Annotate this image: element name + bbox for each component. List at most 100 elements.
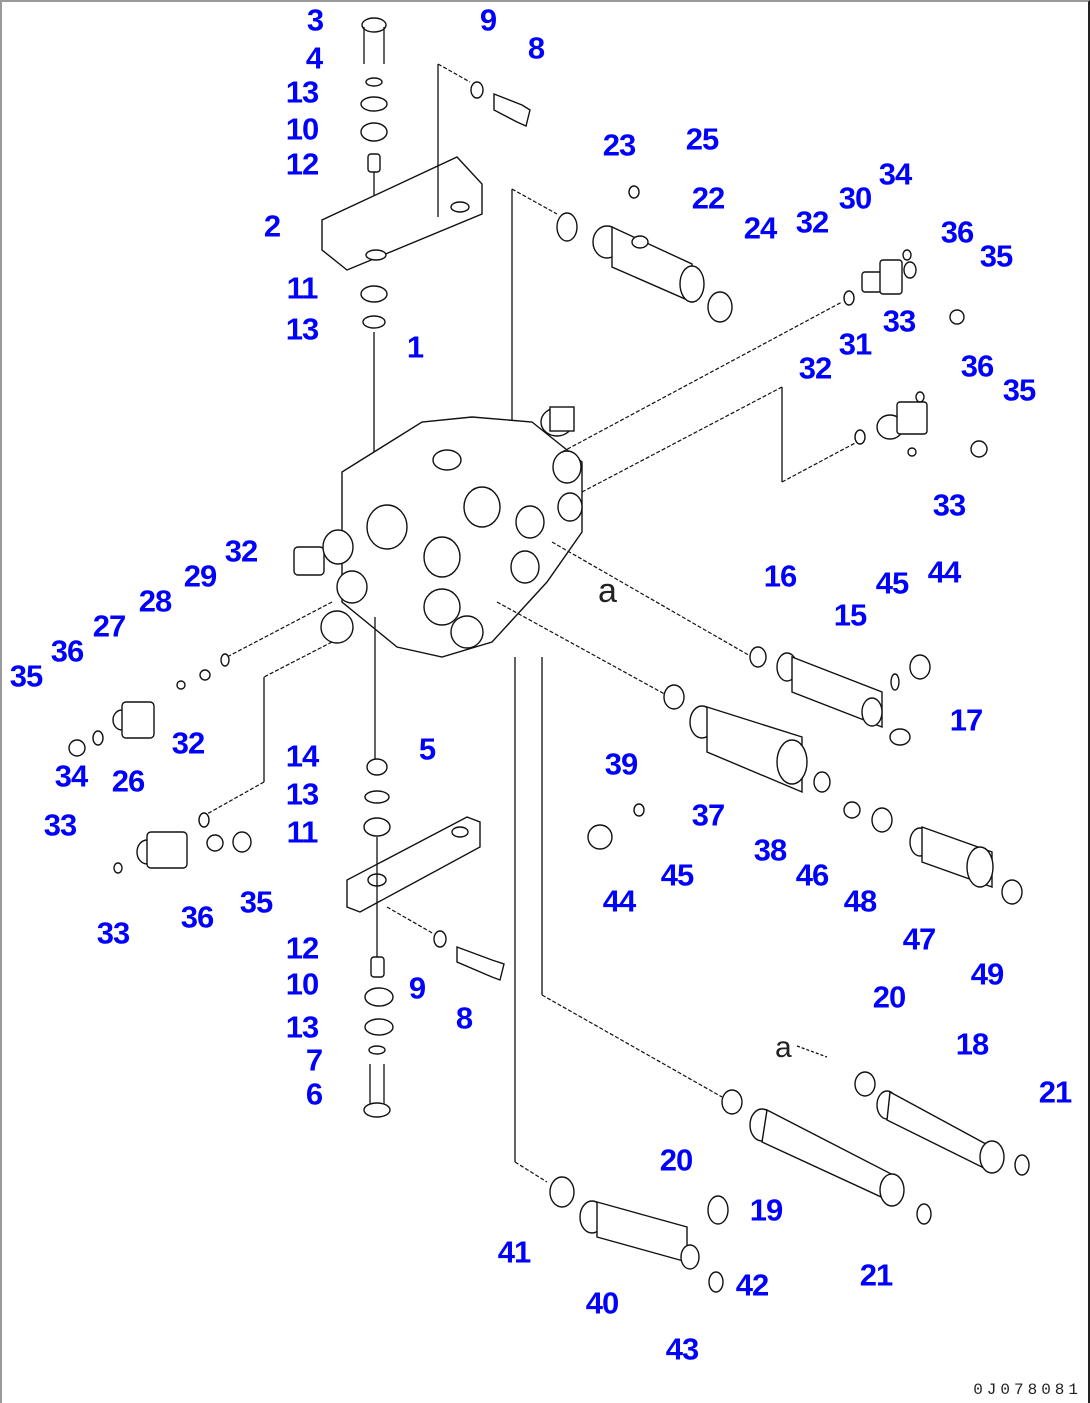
plug-part-28 — [176, 680, 186, 690]
callout-16[interactable]: 16 — [763, 558, 797, 594]
callout-29[interactable]: 29 — [183, 558, 217, 594]
callout-37[interactable]: 37 — [691, 797, 725, 833]
callout-40[interactable]: 40 — [585, 1285, 619, 1321]
callout-30[interactable]: 30 — [838, 180, 872, 216]
bracket-part-2 — [321, 156, 483, 271]
valve-part-22 — [592, 225, 705, 304]
callout-13[interactable]: 13 — [285, 776, 319, 812]
callout-9[interactable]: 9 — [479, 2, 497, 38]
oring-part-24 — [707, 291, 733, 323]
callout-31[interactable]: 31 — [838, 326, 872, 362]
callout-41[interactable]: 41 — [497, 1234, 531, 1270]
bolt-part-6 — [363, 1064, 391, 1118]
callout-11[interactable]: 11 — [286, 814, 319, 850]
callout-1[interactable]: 1 — [406, 329, 424, 365]
callout-10[interactable]: 10 — [285, 111, 319, 147]
callout-22[interactable]: 22 — [691, 180, 725, 216]
callout-18[interactable]: 18 — [955, 1026, 989, 1062]
callout-36[interactable]: 36 — [940, 214, 974, 250]
callout-33[interactable]: 33 — [932, 487, 966, 523]
callout-8[interactable]: 8 — [455, 1000, 473, 1036]
callout-3[interactable]: 3 — [306, 2, 324, 38]
callout-9[interactable]: 9 — [408, 970, 426, 1006]
callout-13[interactable]: 13 — [285, 311, 319, 347]
callout-34[interactable]: 34 — [878, 156, 912, 192]
callout-38[interactable]: 38 — [753, 832, 787, 868]
callout-33[interactable]: 33 — [96, 915, 130, 951]
callout-36[interactable]: 36 — [50, 633, 84, 669]
callout-12[interactable]: 12 — [285, 146, 319, 182]
callout-10[interactable]: 10 — [285, 966, 319, 1002]
plug-part-35 — [949, 309, 965, 325]
callout-26[interactable]: 26 — [111, 763, 145, 799]
callout-7[interactable]: 7 — [305, 1042, 323, 1078]
pipe-part-18 — [876, 1090, 1005, 1174]
washer-part-4 — [365, 77, 383, 87]
bracket-part-5 — [346, 816, 481, 913]
callout-45[interactable]: 45 — [660, 857, 694, 893]
callout-46[interactable]: 46 — [795, 857, 829, 893]
svg-text:a: a — [775, 1031, 792, 1064]
callout-44[interactable]: 44 — [927, 554, 961, 590]
callout-20[interactable]: 20 — [872, 979, 906, 1015]
callout-43[interactable]: 43 — [665, 1331, 699, 1367]
callout-36[interactable]: 36 — [960, 348, 994, 384]
washer-part-13b — [362, 315, 386, 329]
callout-25[interactable]: 25 — [685, 121, 719, 157]
elbow-part-30 — [861, 259, 917, 295]
cushion-part-11 — [360, 285, 388, 303]
callout-13[interactable]: 13 — [285, 74, 319, 110]
callout-36[interactable]: 36 — [180, 899, 214, 935]
callout-15[interactable]: 15 — [833, 597, 867, 633]
callout-23[interactable]: 23 — [602, 127, 636, 163]
callout-48[interactable]: 48 — [843, 883, 877, 919]
callout-20[interactable]: 20 — [659, 1142, 693, 1178]
valve-part-15 — [776, 652, 883, 729]
coupler-part-47 — [909, 826, 994, 888]
callout-35[interactable]: 35 — [239, 884, 273, 920]
callout-27[interactable]: 27 — [92, 608, 126, 644]
callout-35[interactable]: 35 — [9, 658, 43, 694]
washer-part-13 — [360, 96, 388, 112]
callout-32[interactable]: 32 — [795, 204, 829, 240]
callout-8[interactable]: 8 — [527, 30, 545, 66]
callout-17[interactable]: 17 — [949, 702, 983, 738]
callout-39[interactable]: 39 — [604, 746, 638, 782]
elbow-part-27 — [112, 701, 155, 739]
callout-32[interactable]: 32 — [798, 350, 832, 386]
callout-49[interactable]: 49 — [970, 956, 1004, 992]
spring-part-29 — [199, 669, 211, 681]
callout-19[interactable]: 19 — [749, 1192, 783, 1228]
cushion-part-14 — [366, 758, 388, 776]
callout-33[interactable]: 33 — [882, 303, 916, 339]
elbow-part-31 — [876, 401, 928, 440]
callout-2[interactable]: 2 — [263, 208, 281, 244]
callout-35[interactable]: 35 — [979, 238, 1013, 274]
callout-42[interactable]: 42 — [735, 1267, 769, 1303]
callout-45[interactable]: 45 — [875, 565, 909, 601]
callout-28[interactable]: 28 — [138, 583, 172, 619]
callout-12[interactable]: 12 — [285, 930, 319, 966]
drawing-code: 0J078081 — [973, 1381, 1082, 1399]
callout-32[interactable]: 32 — [171, 725, 205, 761]
callout-44[interactable]: 44 — [602, 883, 636, 919]
callout-21[interactable]: 21 — [1038, 1074, 1072, 1110]
valve-body-part-1 — [293, 406, 583, 658]
washer-part-9 — [470, 81, 484, 99]
callout-24[interactable]: 24 — [743, 210, 777, 246]
callout-11[interactable]: 11 — [286, 270, 319, 306]
callout-34[interactable]: 34 — [54, 758, 88, 794]
callout-21[interactable]: 21 — [859, 1257, 893, 1293]
callout-14[interactable]: 14 — [285, 738, 319, 774]
callout-32[interactable]: 32 — [224, 533, 258, 569]
tee-part-26 — [136, 831, 188, 869]
bolt-part-8 — [493, 92, 531, 127]
callout-47[interactable]: 47 — [902, 921, 936, 957]
callout-13[interactable]: 13 — [285, 1009, 319, 1045]
callout-33[interactable]: 33 — [43, 807, 77, 843]
collar-part-12 — [367, 153, 381, 173]
callout-4[interactable]: 4 — [305, 40, 323, 76]
callout-6[interactable]: 6 — [305, 1076, 323, 1112]
callout-5[interactable]: 5 — [418, 731, 436, 767]
callout-35[interactable]: 35 — [1002, 372, 1036, 408]
